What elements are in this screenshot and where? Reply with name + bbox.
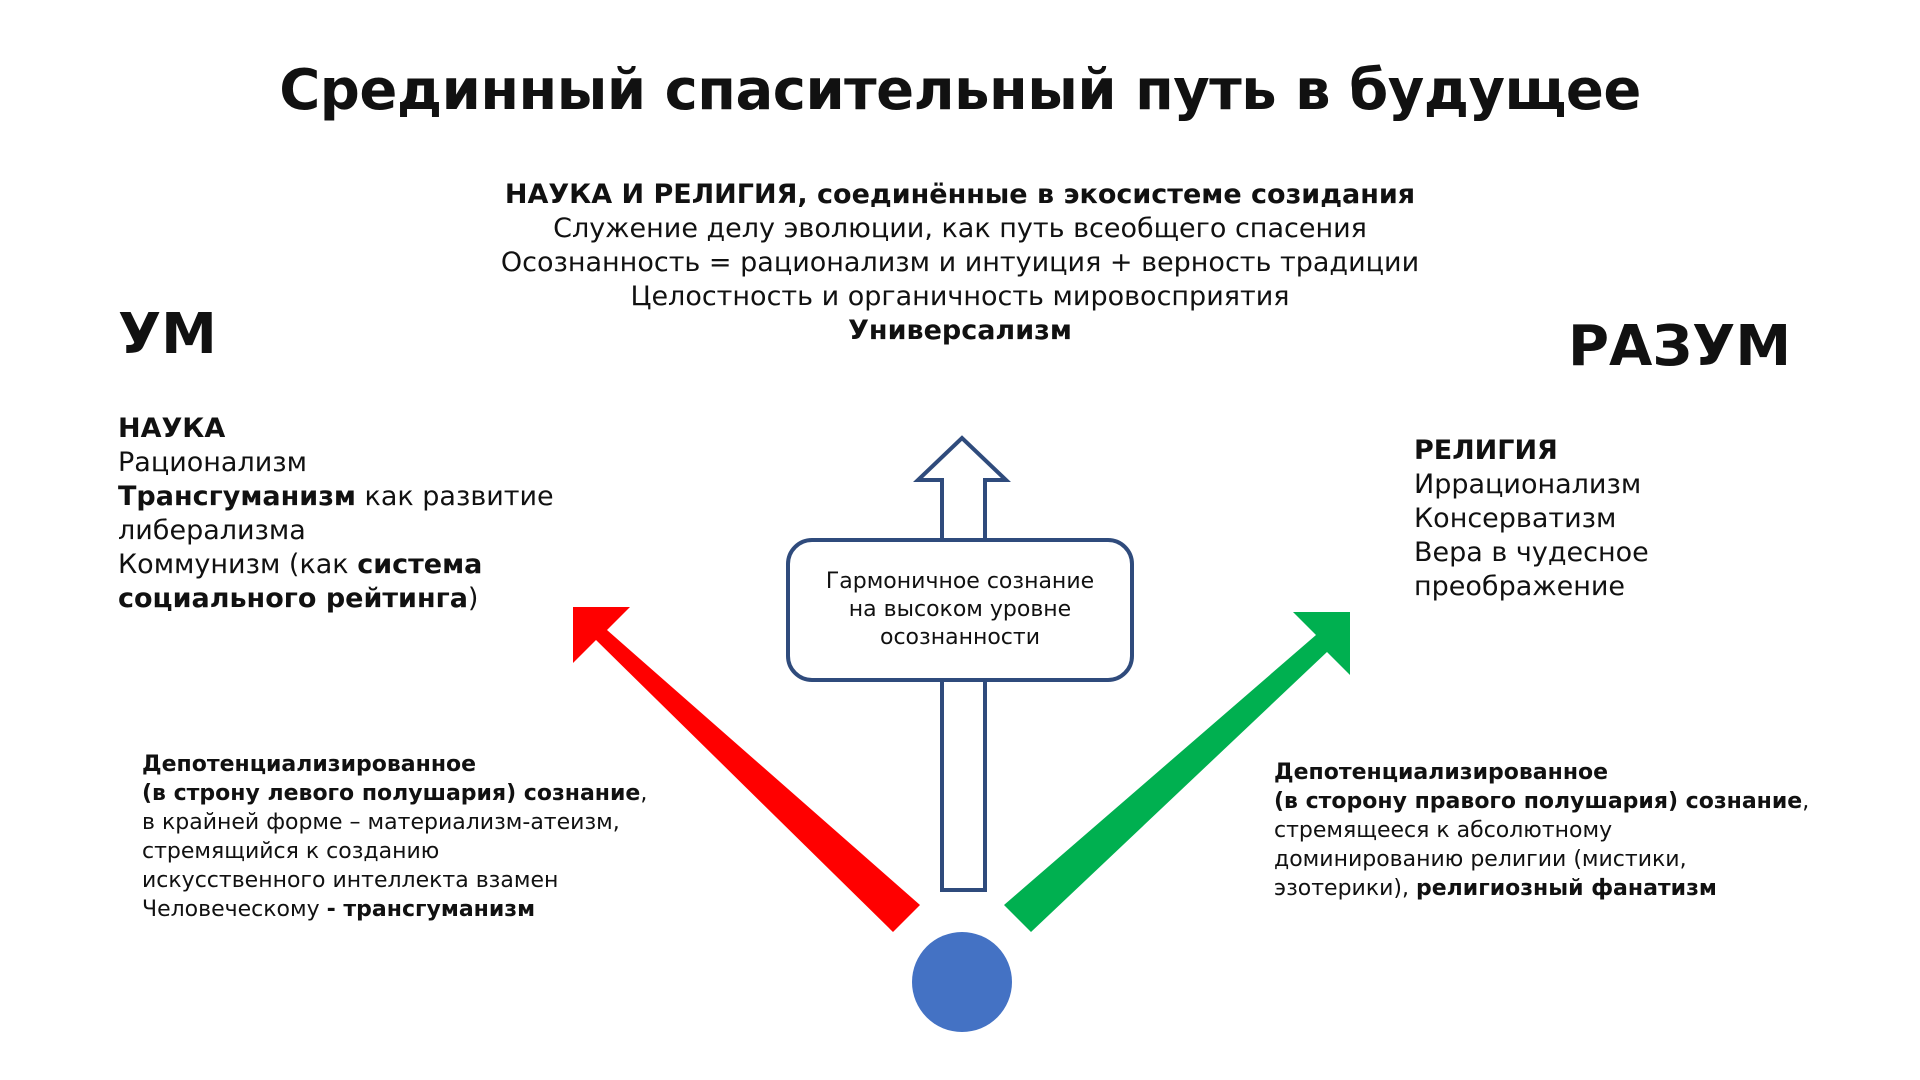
synthesis-conclusion: Универсализм (848, 315, 1072, 346)
right-list-item: преображение (1414, 571, 1626, 602)
origin-circle (912, 932, 1012, 1032)
left-list: НАУКА Рационализм Трансгуманизм как разв… (118, 412, 554, 616)
right-note-text: , (1802, 789, 1810, 814)
right-note-text: эзотерики), (1274, 876, 1417, 901)
right-note-line: (в сторону правого полушария) сознание, (1274, 787, 1809, 816)
left-list-title: НАУКА (118, 413, 226, 444)
left-note: Депотенциализированное (в строну левого … (142, 750, 647, 924)
left-list-item: социального рейтинга) (118, 582, 554, 616)
left-note-bold: - трансгуманизм (326, 897, 536, 922)
left-arrow-shape (573, 607, 920, 932)
right-heading: РАЗУМ (1568, 314, 1792, 379)
right-note-line: стремящееся к абсолютному (1274, 818, 1613, 843)
left-list-item: Рационализм (118, 447, 307, 478)
right-list-item: Иррационализм (1414, 469, 1642, 500)
left-note-line: Человеческому - трансгуманизм (142, 895, 647, 924)
right-note-line: эзотерики), религиозный фанатизм (1274, 874, 1809, 903)
left-note-line: в крайней форме – материализм-атеизм, (142, 810, 620, 835)
synthesis-line: Целостность и органичность мировосприяти… (630, 281, 1290, 312)
slide-title: Срединный спасительный путь в будущее (279, 58, 1641, 123)
left-list-item-bold: социального рейтинга (118, 583, 468, 614)
harmonious-consciousness-box: Гармоничное сознание на высоком уровне о… (786, 538, 1134, 682)
synthesis-line: Осознанность = рационализм и интуиция + … (500, 247, 1420, 278)
left-list-item: Трансгуманизм как развитие (118, 480, 554, 514)
right-list-item: Вера в чудесное (1414, 537, 1649, 568)
right-list-item: Консерватизм (1414, 503, 1617, 534)
left-heading: УМ (118, 302, 217, 367)
right-list: РЕЛИГИЯ Иррационализм Консерватизм Вера … (1414, 434, 1649, 604)
synthesis-heading: НАУКА И РЕЛИГИЯ, соединённые в экосистем… (504, 179, 1416, 210)
right-note-bold: религиозный фанатизм (1416, 876, 1717, 901)
right-note-heading: Депотенциализированное (1274, 760, 1609, 785)
left-note-line: стремящийся к созданию (142, 839, 440, 864)
right-note-bold: (в сторону правого полушария) сознание (1274, 789, 1803, 814)
right-arrow-shape (1004, 612, 1350, 932)
left-note-heading: Депотенциализированное (142, 752, 477, 777)
left-note-text: Человеческому (142, 897, 327, 922)
center-box-line: на высоком уровне (848, 597, 1072, 622)
left-list-item: либерализма (118, 515, 306, 546)
left-list-item: Коммунизм (как система (118, 548, 554, 582)
right-note: Депотенциализированное (в сторону правог… (1274, 758, 1809, 903)
center-box-line: осознанности (879, 625, 1040, 650)
synthesis-block: НАУКА И РЕЛИГИЯ, соединённые в экосистем… (360, 178, 1560, 348)
left-list-item-text: Коммунизм (как (118, 549, 358, 580)
left-list-item-text: ) (467, 583, 479, 614)
right-note-line: доминированию религии (мистики, (1274, 847, 1687, 872)
right-list-title: РЕЛИГИЯ (1414, 435, 1558, 466)
left-note-line: искусственного интеллекта взамен (142, 868, 559, 893)
synthesis-line: Служение делу эволюции, как путь всеобще… (553, 213, 1367, 244)
left-list-item-bold: система (357, 549, 483, 580)
left-list-item-bold: Трансгуманизм (118, 481, 356, 512)
left-note-bold: (в строну левого полушария) сознание (142, 781, 641, 806)
left-note-line: (в строну левого полушария) сознание, (142, 779, 647, 808)
left-list-item-text: как развитие (355, 481, 554, 512)
left-note-text: , (640, 781, 648, 806)
center-box-line: Гармоничное сознание (825, 569, 1095, 594)
